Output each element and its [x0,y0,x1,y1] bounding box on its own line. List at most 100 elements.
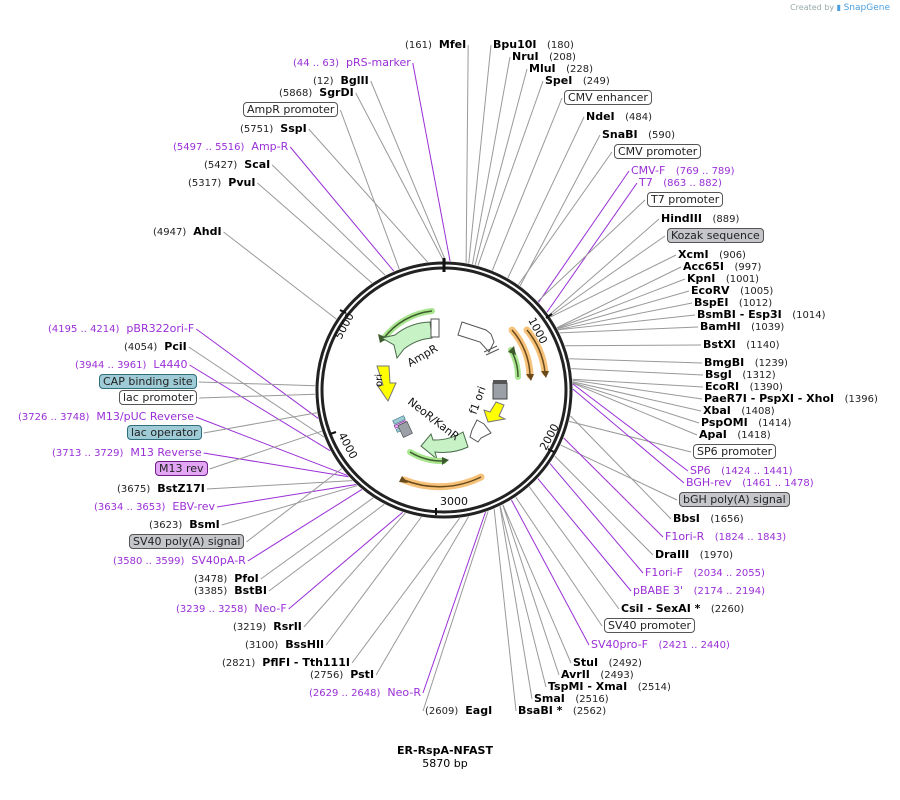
label-bsabi[interactable]: BsaBI * (2562) [518,705,606,718]
enzyme-position: (5751) [240,124,274,135]
label-bgh-rev[interactable]: BGH-rev (1461 .. 1478) [686,477,814,490]
label-bamhi[interactable]: BamHI (1039) [700,321,784,334]
label-scai[interactable]: (5427) ScaI [204,159,270,172]
label-neo-f[interactable]: (3239 .. 3258) Neo-F [176,603,287,616]
leader-pbr322ori-f [195,328,319,419]
label-t7-promoter[interactable]: T7 promoter [647,192,724,207]
label-pflfi[interactable]: (2821) PflFI - Tth111I [222,657,350,670]
leader-xbai [572,381,702,412]
label-ebv-rev[interactable]: (3634 .. 3653) EBV-rev [94,501,215,514]
label-sv40-promoter[interactable]: SV40 promoter [604,618,696,633]
label-sv40-polya[interactable]: SV40 poly(A) signal [129,534,245,549]
enzyme-position: (2260) [710,604,745,615]
leader-nrui [471,56,511,265]
primer-position: (2421 .. 2440) [658,640,730,651]
label-sp6[interactable]: SP6 (1424 .. 1441) [690,465,793,478]
label-apai[interactable]: ApaI (1418) [699,429,771,442]
label-cmv-enhancer[interactable]: CMV enhancer [564,90,652,105]
tick-3000: 3000 [435,495,468,515]
label-ampr-promoter[interactable]: AmpR promoter [243,102,339,117]
cmv-promoter-feature [457,321,495,353]
label-lac-operator[interactable]: lac operator [127,425,202,440]
label-m13-rev[interactable]: M13 rev [155,461,208,476]
label-amp-r[interactable]: (5497 .. 5516) Amp-R [173,141,288,154]
label-bspei[interactable]: BspEI (1012) [694,297,772,310]
primer-name: Neo-R [387,686,421,699]
label-t7[interactable]: T7 (863 .. 882) [639,177,722,190]
label-pbabe3[interactable]: pBABE 3' (2174 .. 2194) [633,585,765,598]
label-draiii[interactable]: DraIII (1970) [655,549,733,562]
label-nrui[interactable]: NruI (208) [512,51,576,64]
label-rsrii[interactable]: (3219) RsrII [233,621,302,634]
label-pfoi[interactable]: (3478) PfoI [194,573,259,586]
label-lac-promoter[interactable]: lac promoter [119,390,198,405]
primer-name: F1ori-R [665,530,705,543]
primer-position: (2174 .. 2194) [693,586,765,597]
label-kpni[interactable]: KpnI (1001) [687,273,759,286]
label-bglii[interactable]: (12) BglII [313,75,369,88]
label-bsgi[interactable]: BsgI (1312) [705,369,776,382]
label-csii[interactable]: CsiI - SexAI * (2260) [621,603,744,616]
label-stui[interactable]: StuI (2492) [573,657,642,670]
label-ahdi[interactable]: (4947) AhdI [153,226,222,239]
label-pcii[interactable]: (4054) PciI [124,341,187,354]
label-snabi[interactable]: SnaBI (590) [602,129,675,142]
enzyme-name: BbsI [673,512,700,525]
label-f1ori-r[interactable]: F1ori-R (1824 .. 1843) [665,531,786,544]
leader-mlui [474,68,528,265]
label-bstbi[interactable]: (3385) BstBI [194,585,267,598]
label-xbai[interactable]: XbaI (1408) [703,405,775,418]
primer-name: pBABE 3' [633,584,684,597]
label-sv40pro-f[interactable]: SV40pro-F (2421 .. 2440) [591,639,730,652]
label-m13puc-rev[interactable]: (3726 .. 3748) M13/pUC Reverse [18,411,194,424]
label-pbr322ori-f[interactable]: (4195 .. 4214) pBR322ori-F [48,323,194,336]
label-ecorv[interactable]: EcoRV (1005) [691,285,773,298]
label-cap[interactable]: CAP binding site [99,374,197,389]
label-cmv-promoter[interactable]: CMV promoter [614,144,702,159]
enzyme-name: EagI [465,704,493,717]
svg-text:4000: 4000 [335,430,360,461]
label-smai[interactable]: SmaI (2516) [534,693,609,706]
label-l4440[interactable]: (3944 .. 3961) L4440 [75,359,188,372]
label-spei[interactable]: SpeI (249) [545,75,610,88]
label-acc65i[interactable]: Acc65I (997) [683,261,761,274]
label-eagi[interactable]: (2609) EagI [425,705,492,718]
label-sv40pa-r[interactable]: (3580 .. 3599) SV40pA-R [113,555,246,568]
label-mfei[interactable]: (161) MfeI [405,39,466,52]
label-xcmi[interactable]: XcmI (906) [678,249,746,262]
label-bgh-polya[interactable]: bGH poly(A) signal [679,492,790,507]
label-bsmi[interactable]: (3623) BsmI [149,519,220,532]
label-bmgbi[interactable]: BmgBI (1239) [704,357,788,370]
label-ecori[interactable]: EcoRI (1390) [705,381,783,394]
label-ndei[interactable]: NdeI (484) [586,111,652,124]
label-m13-reverse[interactable]: (3713 .. 3729) M13 Reverse [52,447,202,460]
enzyme-name: BsmI [189,518,220,531]
label-mlui[interactable]: MluI (228) [529,63,593,76]
label-bbsi[interactable]: BbsI (1656) [673,513,744,526]
enzyme-name: RsrII [273,620,302,633]
label-tspmi[interactable]: TspMI - XmaI (2514) [548,681,671,694]
label-pvui[interactable]: (5317) PvuI [188,177,255,190]
enzyme-position: (1396) [844,394,878,405]
label-kozak[interactable]: Kozak sequence [667,228,764,243]
label-bsmbi[interactable]: BsmBI - Esp3I (1014) [697,309,826,322]
enzyme-name: AvrII [561,668,590,681]
label-bstz17i[interactable]: (3675) BstZ17I [117,483,205,496]
label-bstxi[interactable]: BstXI (1140) [703,339,780,352]
label-avrii[interactable]: AvrII (2493) [561,669,634,682]
label-sspi[interactable]: (5751) SspI [240,123,307,136]
label-pspomi[interactable]: PspOMI (1414) [701,417,791,430]
label-cmv-f[interactable]: CMV-F (769 .. 789) [631,165,735,178]
feature-name: SV40 poly(A) signal [129,534,245,549]
label-sp6-promoter[interactable]: SP6 promoter [693,444,777,459]
label-hindiii[interactable]: HindIII (889) [661,213,739,226]
label-paer7i[interactable]: PaeR7I - PspXI - XhoI (1396) [704,393,878,406]
enzyme-position: (2609) [425,706,459,717]
label-bsshii[interactable]: (3100) BssHII [245,639,324,652]
label-sgrdi[interactable]: (5868) SgrDI [279,87,354,100]
label-psti[interactable]: (2756) PstI [310,669,374,682]
label-f1ori-f[interactable]: F1ori-F (2034 .. 2055) [645,567,765,580]
label-prs-marker[interactable]: (44 .. 63) pRS-marker [293,57,411,70]
label-neo-r[interactable]: (2629 .. 2648) Neo-R [309,687,421,700]
label-bpu10i[interactable]: Bpu10I (180) [493,39,574,52]
